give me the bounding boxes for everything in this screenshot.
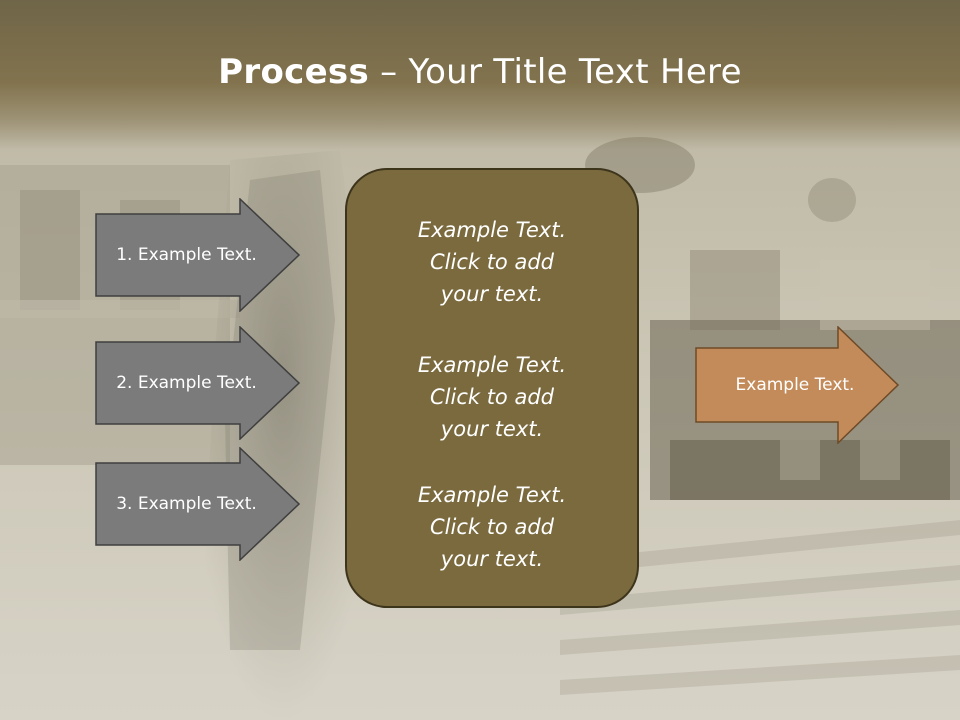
step-arrow-1[interactable]: 1. Example Text.	[95, 198, 300, 312]
arrow-right-shape	[95, 198, 300, 312]
step-arrow-label: 1. Example Text.	[116, 245, 257, 265]
step-arrow-label: 2. Example Text.	[116, 373, 257, 393]
arrow-right-shape	[695, 326, 900, 444]
block-line: your text.	[440, 417, 544, 441]
result-arrow[interactable]: Example Text.	[695, 326, 900, 444]
arrow-right-shape	[95, 326, 300, 440]
block-line: Example Text.	[417, 483, 567, 507]
title-bold: Process	[218, 52, 370, 92]
block-line: Example Text.	[417, 353, 567, 377]
block-line: Example Text.	[417, 218, 567, 242]
step-arrow-2[interactable]: 2. Example Text.	[95, 326, 300, 440]
block-line: your text.	[440, 282, 544, 306]
step-arrow-3[interactable]: 3. Example Text.	[95, 447, 300, 561]
block-line: Click to add	[429, 250, 554, 274]
title-band	[0, 0, 960, 150]
slide-title[interactable]: Process – Your Title Text Here	[0, 52, 960, 92]
title-rest: – Your Title Text Here	[369, 52, 742, 92]
center-text-block-2: Example Text. Click to add your text.	[347, 349, 637, 445]
center-text-box[interactable]: Example Text. Click to add your text. Ex…	[345, 168, 639, 608]
block-line: your text.	[440, 547, 544, 571]
center-text-block-1: Example Text. Click to add your text.	[347, 214, 637, 310]
step-arrow-label: 3. Example Text.	[116, 494, 257, 514]
center-text-block-3: Example Text. Click to add your text.	[347, 479, 637, 575]
result-arrow-label: Example Text.	[735, 375, 855, 395]
block-line: Click to add	[429, 515, 554, 539]
arrow-right-shape	[95, 447, 300, 561]
block-line: Click to add	[429, 385, 554, 409]
